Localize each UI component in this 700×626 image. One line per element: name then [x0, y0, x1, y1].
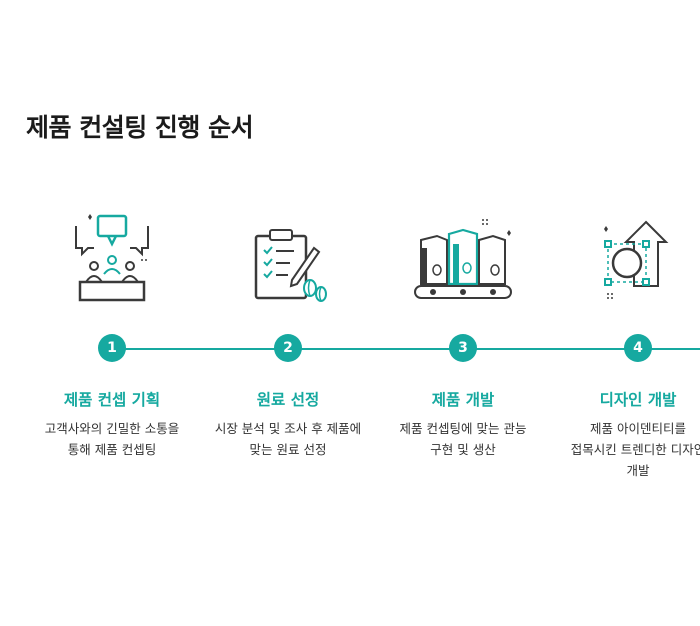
design-shapes-icon: [598, 208, 678, 308]
timeline-line: [112, 348, 700, 350]
step-number: 2: [274, 334, 302, 362]
step-number: 3: [449, 334, 477, 362]
step-number: 4: [624, 334, 652, 362]
step-number: 1: [98, 334, 126, 362]
step-name: 제품 컨셉 기획: [63, 391, 161, 409]
step-name: 제품 개발: [431, 391, 495, 409]
step-description: 제품 컨셉팅에 맞는 관능 구현 및 생산: [399, 421, 527, 457]
clipboard-coffee-beans-icon: [248, 208, 328, 308]
step-name: 원료 선정: [256, 391, 320, 409]
step-description: 고객사와의 긴밀한 소통을 통해 제품 컨셉팅: [44, 421, 180, 457]
step-description: 제품 아이덴티티를 접목시킨 트렌디한 디자인 개발: [570, 421, 700, 478]
page-title: 제품 컨설팅 진행 순서: [26, 113, 254, 142]
step-name: 디자인 개발: [599, 391, 677, 409]
meeting-icon: [72, 208, 152, 308]
conveyor-coffee-bags-icon: [413, 208, 513, 308]
step-description: 시장 분석 및 조사 후 제품에 맞는 원료 선정: [214, 421, 362, 457]
